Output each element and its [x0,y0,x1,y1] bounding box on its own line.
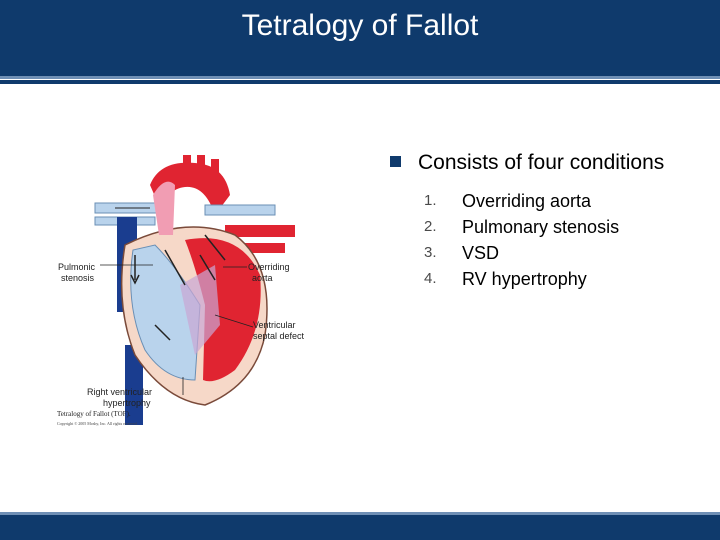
aortic-root [153,181,175,235]
vena-cava [125,345,143,425]
list-number: 3. [424,244,437,261]
conditions-list: 1.Overriding aorta 2.Pulmonary stenosis … [424,188,710,292]
list-text: RV hypertrophy [462,269,587,289]
list-item: 3. VSD [424,240,710,266]
aortic-branch [197,155,205,175]
mixing-zone [180,265,220,355]
list-item: 2. Pulmonary stenosis [424,214,710,240]
figure-caption: Tetralogy of Fallot (TOF). [57,410,131,418]
aorta-arch [150,162,230,215]
list-text: VSD [462,243,500,263]
list-text: Pulmonary stenosis [462,217,620,237]
bullet-item: Consists of four conditions [390,150,710,176]
footer-bar [0,512,720,540]
heart-diagram: Pulmonic stenosis Overriding aorta Ventr… [55,155,315,430]
label-vsd-2: septal defect [253,331,305,341]
heart-illustration [94,155,295,425]
title-rule-lower [0,80,720,84]
leader-line [214,314,254,328]
bullet-text: Consists of four conditions [418,151,665,174]
footer-rule [0,512,720,515]
label-rvh-2: hypertrophy [103,398,151,408]
list-number: 4. [424,270,437,287]
list-text: Overriding aorta [462,191,592,211]
figure-copyright: Copyright © 2005 Mosby, Inc. All rights … [57,421,138,426]
label-overriding-aorta-2: aorta [252,273,273,283]
square-bullet-icon [390,156,401,167]
aortic-branch [183,155,191,177]
label-pulmonic-stenosis: Pulmonic [58,262,96,272]
flow-arrow [199,254,216,281]
list-number: 2. [424,218,437,235]
label-vsd: Ventricular [253,320,296,330]
label-rvh: Right ventricular [87,387,153,397]
flow-arrow [154,324,171,341]
flow-arrow [204,234,226,261]
flow-arrow [164,249,186,286]
list-number: 1. [424,192,437,209]
pulmonary-vein [225,225,295,237]
slide-title: Tetralogy of Fallot [241,9,479,42]
list-item: 1. Overriding aorta [424,188,710,214]
title-rule [0,76,720,79]
content-area: Consists of four conditions 1. Overriding… [390,150,710,292]
label-pulmonic-stenosis-2: stenosis [61,273,95,283]
pulmonary-vein [225,243,285,253]
title-banner: Tetralogy of Fallot [0,0,720,84]
list-item: 4. RV hypertrophy [424,266,710,292]
label-overriding-aorta: Overriding [248,262,290,272]
pulmonary-artery [204,204,276,216]
aortic-branch [211,159,219,181]
